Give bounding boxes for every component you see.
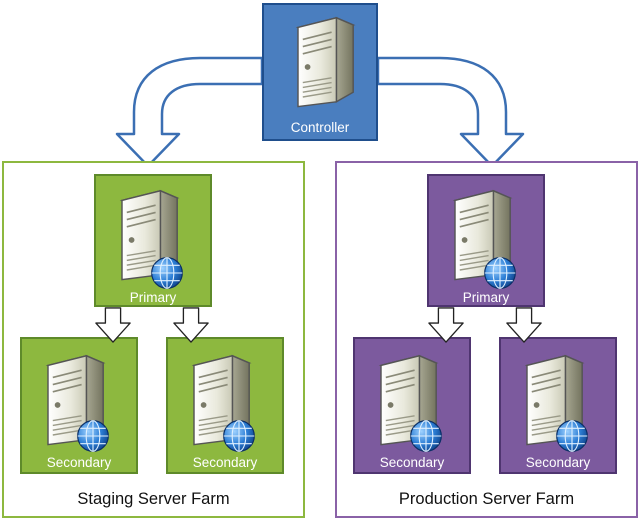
production-farm-title: Production Server Farm <box>398 490 575 508</box>
secondary-label: Secondary <box>525 455 591 470</box>
globe-icon <box>222 419 256 453</box>
secondary-label: Secondary <box>379 455 445 470</box>
secondary-label: Secondary <box>192 455 258 470</box>
controller-label: Controller <box>290 120 350 135</box>
primary-label: Primary <box>129 290 177 305</box>
production-secondary-node-1[interactable]: Secondary <box>353 337 471 474</box>
arrow-down-icon <box>505 306 543 344</box>
arrow-down-icon <box>172 306 210 344</box>
secondary-label: Secondary <box>46 455 112 470</box>
globe-icon <box>409 419 443 453</box>
globe-icon <box>76 419 110 453</box>
staging-farm-title: Staging Server Farm <box>77 490 230 508</box>
globe-icon <box>555 419 589 453</box>
server-icon <box>286 13 358 109</box>
staging-secondary-node-2[interactable]: Secondary <box>166 337 284 474</box>
arrow-to-staging <box>115 56 264 168</box>
production-primary-node[interactable]: Primary <box>427 174 545 307</box>
globe-icon <box>150 256 184 290</box>
staging-primary-node[interactable]: Primary <box>94 174 212 307</box>
arrow-to-production <box>376 56 525 168</box>
globe-icon <box>483 256 517 290</box>
arrow-down-icon <box>94 306 132 344</box>
production-secondary-node-2[interactable]: Secondary <box>499 337 617 474</box>
controller-node[interactable]: Controller <box>262 3 378 141</box>
primary-label: Primary <box>462 290 510 305</box>
arrow-down-icon <box>427 306 465 344</box>
staging-secondary-node-1[interactable]: Secondary <box>20 337 138 474</box>
